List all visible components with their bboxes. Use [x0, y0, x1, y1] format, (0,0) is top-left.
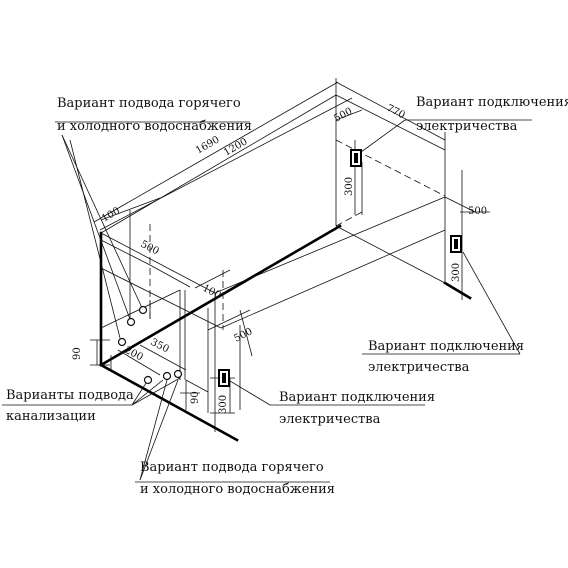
callout-water-top-line2: и холодного водоснабжения [57, 119, 252, 134]
dim-length-inner: 1200 [222, 136, 250, 158]
front-floor-line [99, 363, 239, 442]
drain-front-point [143, 375, 153, 385]
dim-drain-350: 350 [149, 337, 171, 355]
callout-electric-right-line2: электричества [368, 360, 470, 375]
callout-water-bottom-line2: и холодного водоснабжения [140, 482, 335, 497]
water-left-point-2 [138, 305, 148, 315]
dim-length-total: 1690 [194, 134, 222, 156]
callout-electric-top-line2: электричества [416, 119, 518, 134]
room-outline [99, 224, 472, 442]
callout-electric-bottom-line2: электричества [279, 412, 381, 427]
water-front-point-1 [162, 371, 172, 381]
dim-front-socket-height: 300 [218, 395, 229, 414]
pipe-points [117, 305, 183, 385]
callout-electric-right-line1: Вариант подключения [368, 339, 525, 354]
socket-back-icon [350, 149, 362, 167]
dim-left-height-90: 90 [72, 347, 83, 360]
drain-left-point [117, 337, 127, 347]
dim-back-socket-height: 300 [344, 177, 355, 196]
socket-front-icon [218, 369, 230, 387]
dashed-guides [149, 139, 446, 330]
callout-drain-line2: канализации [6, 409, 96, 424]
callout-water-top-line1: Вариант подвода горячего [57, 96, 241, 111]
back-floor-line [99, 224, 342, 367]
callout-drain-line1: Варианты подвода [6, 388, 134, 403]
callout-water-bottom-line1: Вариант подвода горячего [140, 460, 324, 475]
leader-lines [2, 119, 532, 483]
water-left-point-1 [126, 317, 136, 327]
dim-back-socket-offset: 500 [332, 106, 354, 125]
dim-front-100: 100 [201, 283, 223, 301]
dim-right-socket-height: 300 [451, 263, 462, 282]
dim-drain-200: 200 [123, 345, 145, 363]
dim-front-height-90: 90 [190, 391, 201, 404]
callout-electric-bottom-line1: Вариант подключения [279, 390, 436, 405]
electric-sockets [218, 149, 462, 387]
callout-electric-top-line1: Вариант подключения [416, 95, 568, 110]
dim-right-socket-offset: 500 [468, 206, 487, 217]
socket-right-icon [450, 235, 462, 253]
dim-front-500: 500 [232, 326, 254, 344]
dim-width: 770 [385, 103, 407, 121]
right-floor-stub [443, 281, 472, 300]
dim-left-offset-100: 100 [100, 206, 122, 225]
water-front-point-2 [173, 369, 183, 379]
